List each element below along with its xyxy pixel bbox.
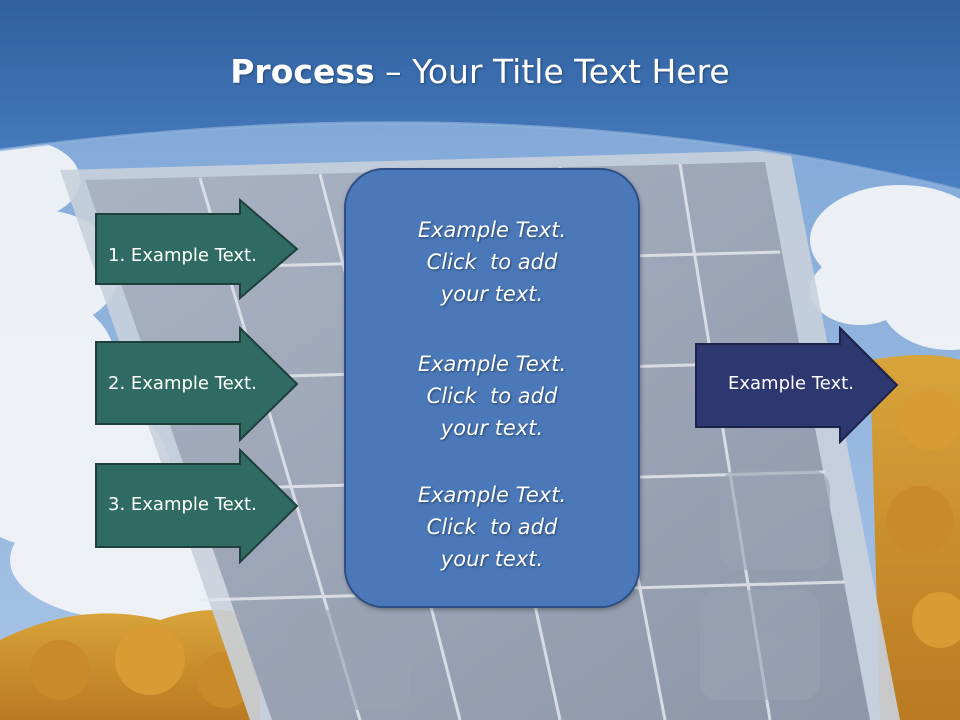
sunflowers-right [870,355,960,720]
text-line: Example Text. [417,483,567,507]
arrow-shape [695,326,899,444]
right-arrow[interactable]: Example Text. [694,326,900,444]
slide-title: Process – Your Title Text Here [0,52,960,91]
text-block-1: Example Text. Click to add your text. [346,214,638,310]
text-line: Example Text. [417,352,567,376]
arrow-shape [95,448,299,564]
text-line: your text. [440,416,544,440]
text-block-2: Example Text. Click to add your text. [346,348,638,444]
left-arrow-label: 3. Example Text. [108,494,257,515]
arrow-shape [95,198,299,300]
left-arrow-2[interactable]: 2. Example Text. [94,326,300,442]
left-arrow-label: 2. Example Text. [108,373,257,394]
text-line: your text. [440,547,544,571]
text-line: Click to add [426,384,558,408]
text-line: Example Text. [417,218,567,242]
sky-band [0,0,960,190]
left-arrow-label: 1. Example Text. [108,245,257,266]
right-arrow-label: Example Text. [728,373,854,394]
sunflowers-left [0,610,260,720]
clouds-right [810,185,960,350]
left-arrow-3[interactable]: 3. Example Text. [94,448,300,564]
arrow-shape [95,326,299,442]
text-line: your text. [440,282,544,306]
text-line: Click to add [426,250,558,274]
title-rest: – Your Title Text Here [374,52,730,91]
left-arrow-1[interactable]: 1. Example Text. [94,198,300,300]
center-content-box[interactable]: Example Text. Click to add your text. Ex… [344,168,640,608]
title-bold: Process [230,52,375,91]
text-line: Click to add [426,515,558,539]
text-block-3: Example Text. Click to add your text. [346,479,638,575]
